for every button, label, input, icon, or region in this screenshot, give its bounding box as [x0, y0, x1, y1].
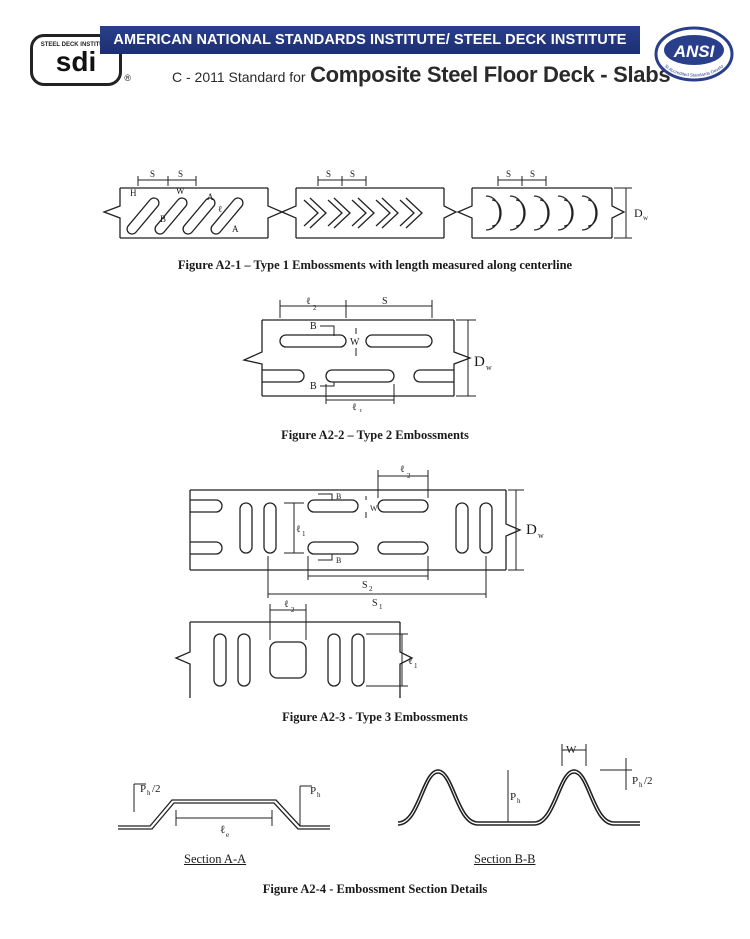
- figure-a2-1-drawing: S S H B W ℓ A A S S S S D w: [102, 169, 649, 239]
- label-l2-lower-sub: 2: [291, 606, 295, 614]
- label-ph-half-left-sub: h: [147, 789, 151, 797]
- label-s: S: [350, 169, 355, 179]
- ansi-logo: ANSI ANSI Accredited Standards Developer: [654, 26, 734, 82]
- label-l: ℓ: [218, 204, 222, 214]
- ansi-logo-mark: ANSI: [673, 42, 716, 61]
- label-l1: ℓ: [352, 402, 357, 412]
- label-l2-lower: ℓ: [284, 599, 289, 610]
- label-a: A: [232, 224, 239, 234]
- label-b-bottom: B: [336, 556, 341, 565]
- figure-a2-2-caption: Figure A2-2 – Type 2 Embossments: [281, 428, 469, 442]
- header-banner: AMERICAN NATIONAL STANDARDS INSTITUTE/ S…: [100, 26, 640, 54]
- label-l2: ℓ: [400, 464, 405, 475]
- label-dw-sub: w: [643, 214, 649, 222]
- subtitle-prefix: C - 2011 Standard for: [172, 69, 306, 85]
- figure-a2-3-drawing: ℓ 2 B B W ℓ 1 D w S 2 S 1 ℓ 2 ℓ 1: [174, 464, 544, 698]
- label-b-top: B: [310, 321, 317, 332]
- figure-a2-1-caption: Figure A2-1 – Type 1 Embossments with le…: [177, 258, 573, 272]
- document-header: STEEL DECK INSTITUTE sdi ® AMERICAN NATI…: [0, 0, 750, 110]
- label-b: B: [160, 214, 166, 224]
- label-dw: D: [526, 522, 537, 538]
- label-s2-sub: 2: [369, 585, 373, 593]
- label-ph-right-sub: h: [517, 797, 521, 805]
- label-ph-half-right-tail: /2: [644, 775, 653, 787]
- label-s1-sub: 1: [379, 603, 383, 611]
- label-ph-half-left-tail: /2: [152, 783, 161, 795]
- registered-mark: ®: [124, 73, 131, 83]
- figure-a2-4-drawing: P h /2 P h ℓ e W P h P h /2: [118, 744, 653, 839]
- label-s: S: [150, 169, 155, 179]
- section-b-b-label: Section B-B: [474, 852, 536, 866]
- label-l2-sub: 2: [407, 472, 411, 480]
- label-s2: S: [362, 580, 368, 591]
- subtitle-main: Composite Steel Floor Deck - Slabs: [310, 62, 671, 87]
- document-subtitle: C - 2011 Standard for Composite Steel Fl…: [172, 62, 671, 92]
- label-l2: ℓ: [306, 296, 311, 307]
- sdi-logo-mark: sdi: [55, 46, 97, 77]
- label-s: S: [382, 296, 388, 307]
- label-dw-sub: w: [486, 363, 492, 372]
- label-ph-right: P: [510, 791, 516, 803]
- label-le-sub: e: [226, 831, 229, 839]
- figure-a2-3-caption: Figure A2-3 - Type 3 Embossments: [282, 710, 468, 724]
- label-w: W: [370, 504, 378, 513]
- label-s: S: [326, 169, 331, 179]
- figure-a2-4-caption: Figure A2-4 - Embossment Section Details: [262, 882, 488, 896]
- sdi-logo-top-text: STEEL DECK INSTITUTE: [40, 42, 112, 48]
- label-le: ℓ: [220, 824, 225, 836]
- label-ph-half-left: P: [140, 783, 146, 795]
- label-dw: D: [634, 206, 643, 220]
- label-s1: S: [372, 598, 378, 609]
- label-dw-sub: w: [538, 531, 544, 540]
- label-s: S: [530, 169, 535, 179]
- label-l1-lower-sub: 1: [414, 662, 418, 670]
- label-l1-lower: ℓ: [408, 656, 413, 667]
- label-w: W: [176, 186, 185, 196]
- label-s: S: [506, 169, 511, 179]
- label-l1: ℓ: [296, 524, 301, 535]
- label-l2-sub: 2: [313, 304, 317, 312]
- label-ph-half-right: P: [632, 775, 638, 787]
- label-a: A: [207, 192, 214, 202]
- label-l1-sub: 1: [359, 408, 363, 412]
- label-ph-left: P: [310, 785, 316, 797]
- label-h: H: [130, 188, 137, 198]
- label-l1-sub: 1: [302, 530, 306, 538]
- figure-a2-2-drawing: ℓ 2 S B B W D w ℓ 1: [241, 296, 492, 412]
- label-b-top: B: [336, 492, 341, 501]
- label-s: S: [178, 169, 183, 179]
- section-a-a-label: Section A-A: [184, 852, 247, 866]
- label-ph-half-right-sub: h: [639, 781, 643, 789]
- label-w: W: [350, 337, 360, 348]
- label-ph-left-sub: h: [317, 791, 321, 799]
- label-b-bottom: B: [310, 381, 317, 392]
- label-dw: D: [474, 354, 485, 370]
- label-w: W: [566, 744, 577, 756]
